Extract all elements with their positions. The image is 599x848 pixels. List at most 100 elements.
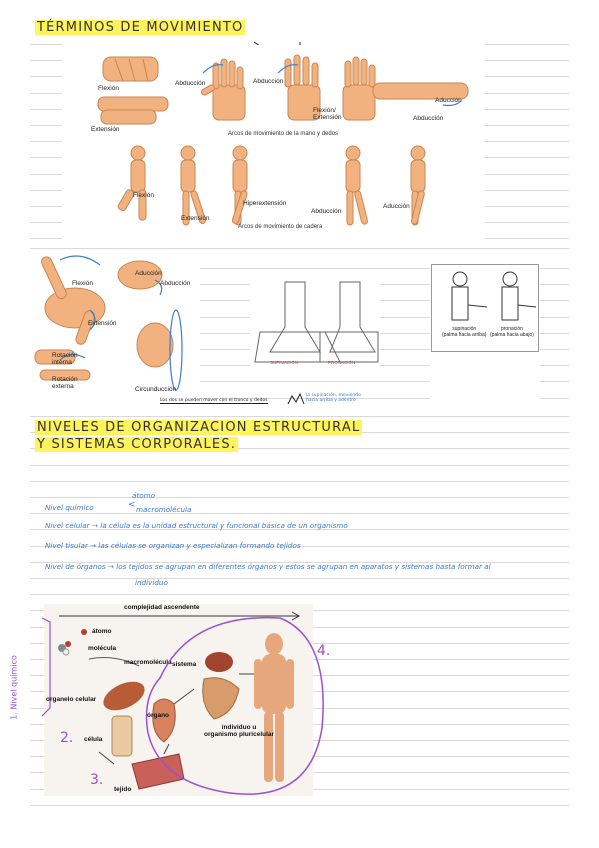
shoulder-extension: Extensión: [88, 320, 117, 327]
shoulder-abduccion: Abducción: [160, 280, 191, 287]
annotation-side: 1. Nivel químico: [9, 655, 19, 720]
rule-line: [30, 416, 569, 417]
rule-line: [540, 317, 569, 318]
rule-line: [485, 109, 569, 110]
note-line4: Nivel de órganos → los tejidos se agrupa…: [45, 562, 491, 571]
note-macromolecula: macromolécula: [136, 505, 192, 514]
section-subtitle: Y SISTEMAS CORPORALES.: [35, 437, 239, 452]
rule-line: [540, 284, 569, 285]
rule-line: [30, 578, 569, 579]
note-line2: Nivel celular → la célula es la unidad e…: [45, 521, 348, 530]
title-highlight: TÉRMINOS DE MOVIMIENTO: [35, 20, 246, 35]
foot-pronacion: PRONACIÓN: [328, 360, 356, 365]
note-atomo: átomo: [132, 491, 156, 500]
rule-line: [200, 268, 430, 269]
shoulder-rot-externa: Rotación externa: [52, 376, 78, 390]
rule-line: [30, 248, 569, 249]
foot-illustration: [254, 281, 379, 363]
rule-line: [30, 594, 569, 595]
forearm-pronacion: pronación (palma hacia abajo): [490, 326, 534, 338]
rule-line: [540, 365, 569, 366]
note-line1: Nivel químico: [45, 503, 94, 512]
section-title: NIVELES DE ORGANIZACION ESTRUCTURAL: [35, 420, 363, 435]
rule-line: [30, 190, 62, 191]
rule-line: [30, 562, 569, 563]
rule-line: [485, 44, 569, 45]
foot-figure: SUPINACIÓN PRONACIÓN: [250, 272, 380, 370]
rule-line: [540, 300, 569, 301]
levels-sistema: sistema: [172, 661, 197, 668]
rule-line: [30, 109, 62, 110]
rule-line: [30, 60, 62, 61]
shoulder-flexion: Flexión: [72, 280, 93, 287]
levels-organelo: organelo celular: [46, 696, 97, 703]
section-title-line2: Y SISTEMAS CORPORALES.: [35, 437, 239, 452]
levels-individuo: individuo u organismo pluricelular: [204, 724, 275, 738]
label-hiperextension: Hiperextensión: [243, 200, 287, 207]
shoulder-figure: Flexión Extensión Aducción Abducción Rot…: [30, 250, 198, 398]
rule-line: [30, 174, 62, 175]
levels-organo: órgano: [147, 712, 170, 719]
purple-circle-annotation: [41, 616, 324, 795]
rule-line: [485, 206, 569, 207]
rule-line: [485, 238, 569, 239]
shoulder-illustration: [34, 255, 183, 391]
label-extension: Extensión: [91, 126, 120, 133]
forearm-illustration: [451, 271, 537, 321]
shoulder-circunduccion: Circunducción: [135, 386, 177, 393]
rule-line: [485, 157, 569, 158]
hip-caption: Arcos de movimiento de cadera: [238, 224, 323, 230]
movement-illustration: [97, 54, 469, 226]
rule-line: [30, 805, 569, 806]
label-hip-flexion: Flexión: [133, 192, 154, 199]
levels-macromolecula: macromolécula: [124, 659, 172, 666]
levels-illustration: [58, 611, 301, 790]
rule-line: [485, 125, 569, 126]
rule-line: [30, 465, 569, 466]
rule-line: [200, 381, 430, 382]
rule-line: [485, 93, 569, 94]
label-hip-extension: Extensión: [181, 215, 210, 222]
movement-figure: Flexión Extensión Abducción Abducción Fl…: [63, 45, 476, 240]
rule-line: [30, 44, 62, 45]
levels-molecula: molécula: [88, 645, 117, 652]
rule-line: [485, 76, 569, 77]
rule-line: [30, 238, 62, 239]
rule-line: [540, 333, 569, 334]
shoulder-rot-interna: Rotación interna: [52, 352, 78, 366]
shoulder-note: Los dos se pueden mover con el tronco y …: [160, 398, 268, 404]
levels-celula: célula: [84, 736, 103, 743]
foot-supinacion: SUPINACIÓN: [270, 360, 299, 365]
annotation-2: 2.: [60, 730, 74, 746]
annotation-3: 3.: [90, 772, 104, 788]
rule-line: [30, 222, 62, 223]
rule-line: [30, 141, 62, 142]
page-title: TÉRMINOS DE MOVIMIENTO: [35, 20, 246, 35]
levels-figure: complejidad ascendente átomo molécula ma…: [44, 604, 313, 796]
label-hip-aduccion: Aducción: [383, 203, 410, 210]
rule-line: [485, 60, 569, 61]
levels-atomo: átomo: [92, 628, 112, 635]
rule-line: [30, 513, 569, 514]
levels-header: complejidad ascendente: [124, 604, 200, 611]
forearm-figure: supinación (palma hacia arriba) pronació…: [431, 264, 539, 352]
label-aduccion: Aducción: [435, 97, 462, 104]
rule-line: [30, 497, 569, 498]
shoulder-aduccion: Aducción: [135, 270, 162, 277]
note-line3: Nivel tisular → las células se organizan…: [45, 541, 301, 550]
rule-line: [30, 93, 62, 94]
rule-line: [30, 157, 62, 158]
doodle-hand: [287, 392, 305, 405]
rule-line: [485, 190, 569, 191]
rule-line: [30, 206, 62, 207]
forearm-supinacion: supinación (palma hacia arriba): [442, 326, 487, 338]
label-abduccion-a: Abducción: [175, 80, 206, 87]
rule-line: [485, 222, 569, 223]
label-abduccion-b: Abducción: [253, 78, 284, 85]
annotation-4: 4.: [317, 643, 331, 659]
section-title-line1: NIVELES DE ORGANIZACION ESTRUCTURAL: [35, 420, 363, 435]
foot-note: la supinación, moviendo hacia arriba y a…: [306, 393, 361, 403]
levels-tejido: tejido: [114, 786, 132, 793]
hand-caption: Arcos de movimiento de la mano y dedos: [228, 131, 339, 137]
note-brace: <: [128, 500, 136, 510]
